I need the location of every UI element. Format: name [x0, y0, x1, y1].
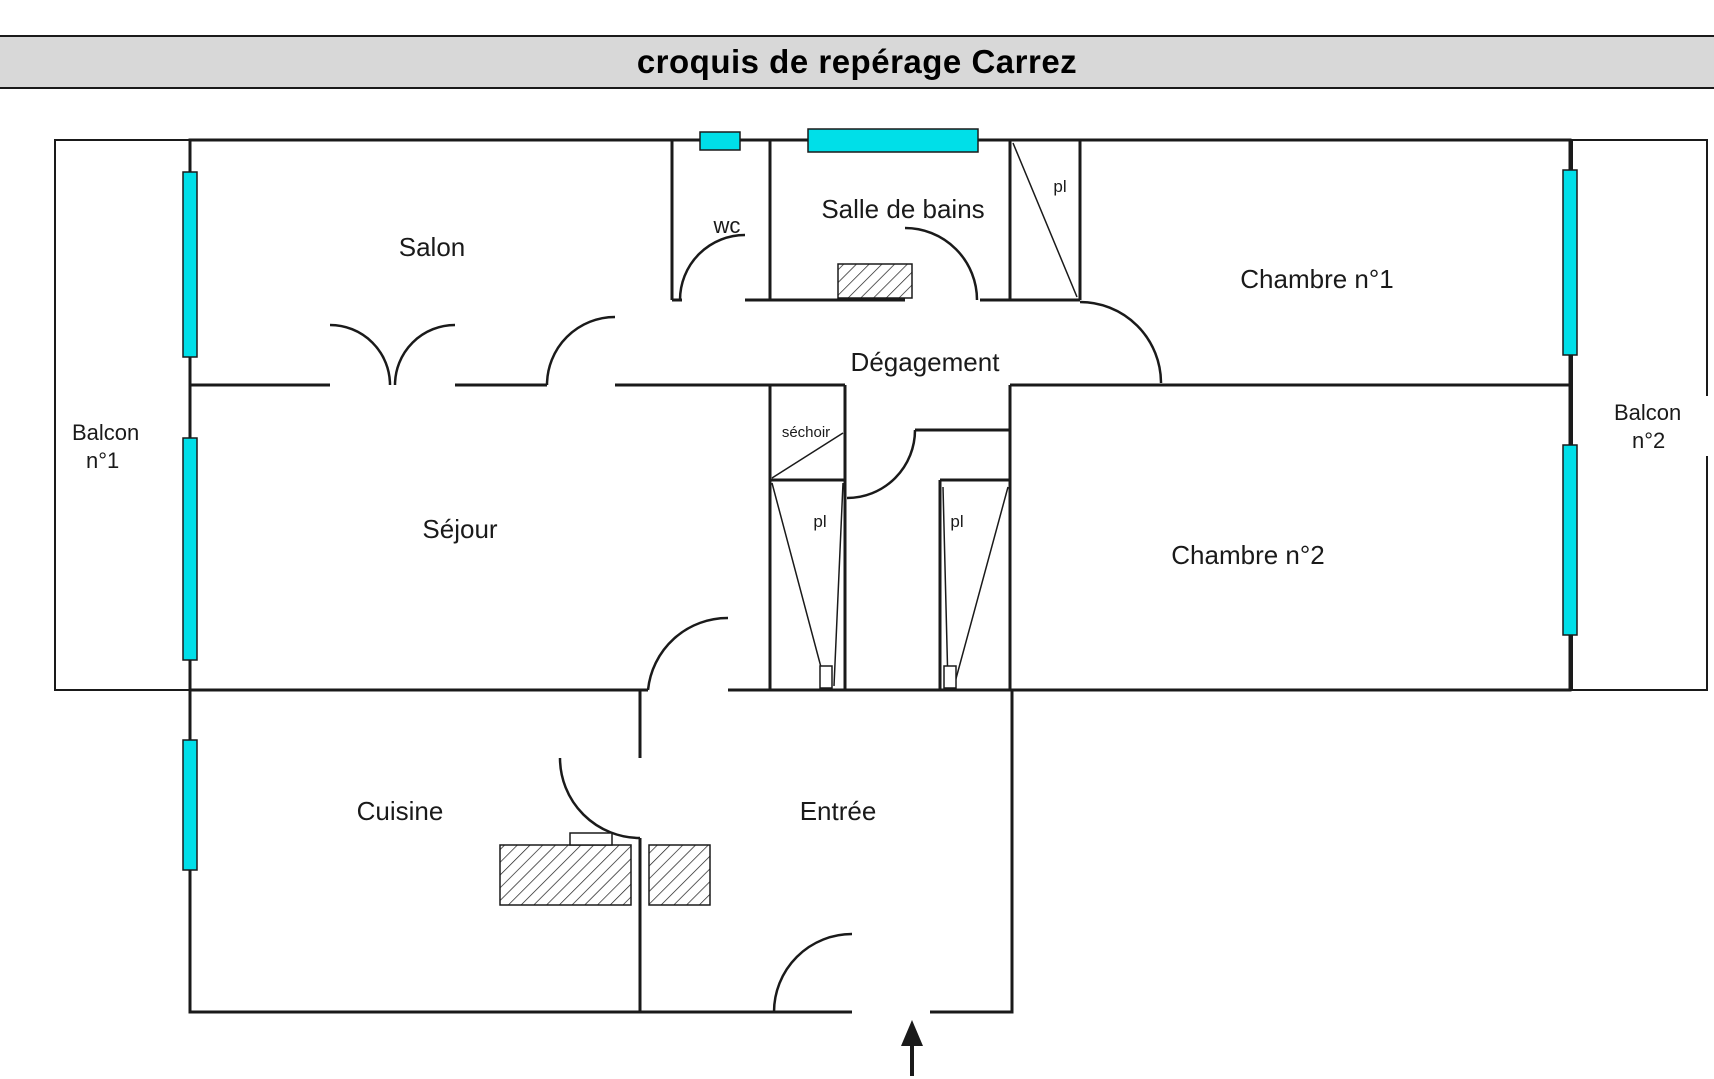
label-chambre-2: Chambre n°2 — [1171, 540, 1324, 570]
label-balcon-2-line1: Balcon — [1614, 400, 1681, 425]
balcony-1-label-bg — [64, 416, 168, 476]
entrance-arrow-icon — [901, 1020, 923, 1076]
label-salon: Salon — [399, 232, 466, 262]
label-balcon-1-line1: Balcon — [72, 420, 139, 445]
window-cuisine — [182, 739, 198, 871]
label-degagement: Dégagement — [851, 347, 1001, 377]
window-wc — [699, 131, 741, 151]
label-balcon-2-line2: n°2 — [1632, 428, 1665, 453]
window-chambre2 — [1562, 444, 1578, 636]
window-salon — [182, 171, 198, 358]
window-sejour — [182, 437, 198, 661]
label-sejour: Séjour — [422, 514, 497, 544]
window-salle-de-bains — [807, 128, 979, 153]
kitchen-sink-detail — [569, 832, 613, 846]
label-entree: Entrée — [800, 796, 877, 826]
title-bar: croquis de repérage Carrez — [0, 35, 1714, 89]
salon-double-door-right-arc — [393, 323, 456, 386]
living-to-entry-door-arc — [646, 616, 729, 691]
balcony-2-label-bg — [1608, 396, 1708, 456]
label-wc: wc — [713, 213, 741, 238]
label-closet-top: pl — [1053, 177, 1066, 196]
closet-left-door-lines — [771, 482, 844, 687]
interior-walls — [190, 140, 1570, 1012]
kitchen-counter-hatch-left — [499, 844, 632, 906]
sechoir-diagonal — [771, 432, 844, 479]
bedroom-1-door-arc — [1079, 300, 1163, 384]
balcony-1-hatch — [54, 139, 191, 691]
window-chambre1 — [1562, 169, 1578, 356]
label-balcon-1-line2: n°1 — [86, 448, 119, 473]
label-cuisine: Cuisine — [357, 796, 444, 826]
wc-door-arc — [678, 233, 746, 301]
hallway-door-arc — [545, 315, 616, 386]
bathroom-fixture-hatch — [837, 263, 913, 299]
bathroom-door-arc — [904, 226, 979, 301]
salon-double-door-left-arc — [329, 323, 392, 386]
kitchen-counter-hatch-right — [648, 844, 711, 906]
closet-top-diagonal — [1012, 142, 1078, 298]
entrance-door-arc — [772, 932, 853, 1013]
label-closet-right: pl — [950, 512, 963, 531]
label-chambre-1: Chambre n°1 — [1240, 264, 1393, 294]
label-closet-left: pl — [813, 512, 826, 531]
bedroom-2-door-arc — [846, 429, 917, 500]
closet-right-pivot — [943, 665, 957, 689]
label-salle-de-bains: Salle de bains — [821, 194, 984, 224]
closet-right-door-lines — [942, 486, 1009, 687]
closet-left-pivot — [819, 665, 833, 689]
page-title: croquis de repérage Carrez — [636, 43, 1078, 80]
kitchen-door-arc — [558, 757, 641, 840]
label-sechoir: séchoir — [782, 424, 830, 441]
